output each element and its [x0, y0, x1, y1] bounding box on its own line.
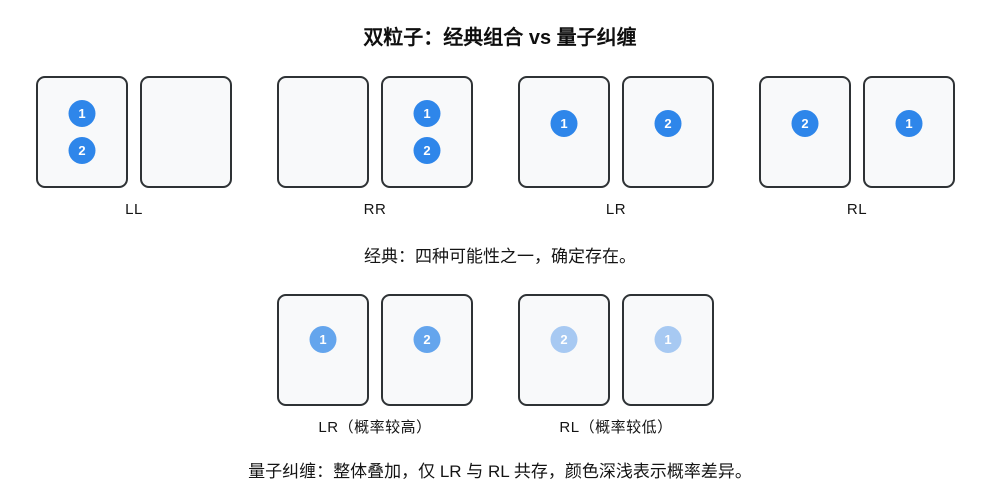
particle-1-icon: 1	[309, 326, 337, 353]
quantum-pair-rl-low: 2 1 RL（概率较低）	[518, 294, 714, 437]
pair-label-rl-low: RL（概率较低）	[559, 419, 673, 436]
box-pair: 1 2	[36, 76, 232, 188]
particle-1-icon: 1	[654, 326, 682, 353]
left-box: 2	[518, 294, 610, 406]
pair-label-ll: LL	[125, 201, 143, 218]
right-box: 2	[381, 294, 473, 406]
right-box: 1	[863, 76, 955, 188]
pair-label-lr-high: LR（概率较高）	[318, 419, 432, 436]
pair-label-lr: LR	[605, 201, 627, 218]
particle-2-icon: 2	[413, 137, 441, 164]
left-box: 1	[277, 294, 369, 406]
particle-1-icon: 1	[413, 100, 441, 127]
diagram-title: 双粒子：经典组合 vs 量子纠缠	[363, 27, 637, 49]
box-pair: 2 1	[518, 294, 714, 406]
classical-pair-rl: 2 1 RL	[759, 76, 955, 219]
classical-pair-lr: 1 2 LR	[518, 76, 714, 219]
classical-pair-ll: 1 2 LL	[36, 76, 232, 219]
particle-2-icon: 2	[654, 110, 682, 137]
box-pair: 1 2	[518, 76, 714, 188]
particle-1-icon: 1	[895, 110, 923, 137]
particle-2-icon: 2	[791, 110, 819, 137]
box-pair: 1 2	[277, 294, 473, 406]
pair-label-rr: RR	[363, 201, 387, 218]
left-box: 2	[759, 76, 851, 188]
particle-2-icon: 2	[68, 137, 96, 164]
box-pair: 1 2	[277, 76, 473, 188]
box-pair: 2 1	[759, 76, 955, 188]
particle-2-icon: 2	[413, 326, 441, 353]
quantum-pair-lr-high: 1 2 LR（概率较高）	[277, 294, 473, 437]
particle-2-icon: 2	[550, 326, 578, 353]
left-box-empty	[277, 76, 369, 188]
classical-pair-rr: 1 2 RR	[277, 76, 473, 219]
right-box-empty	[140, 76, 232, 188]
particle-1-icon: 1	[68, 100, 96, 127]
pair-label-rl: RL	[846, 201, 868, 218]
left-box: 1 2	[36, 76, 128, 188]
left-box: 1	[518, 76, 610, 188]
right-box: 1 2	[381, 76, 473, 188]
classical-caption: 经典：四种可能性之一，确定存在。	[364, 247, 636, 266]
quantum-caption: 量子纠缠：整体叠加，仅 LR 与 RL 共存，颜色深浅表示概率差异。	[248, 462, 752, 481]
particle-1-icon: 1	[550, 110, 578, 137]
right-box: 1	[622, 294, 714, 406]
right-box: 2	[622, 76, 714, 188]
